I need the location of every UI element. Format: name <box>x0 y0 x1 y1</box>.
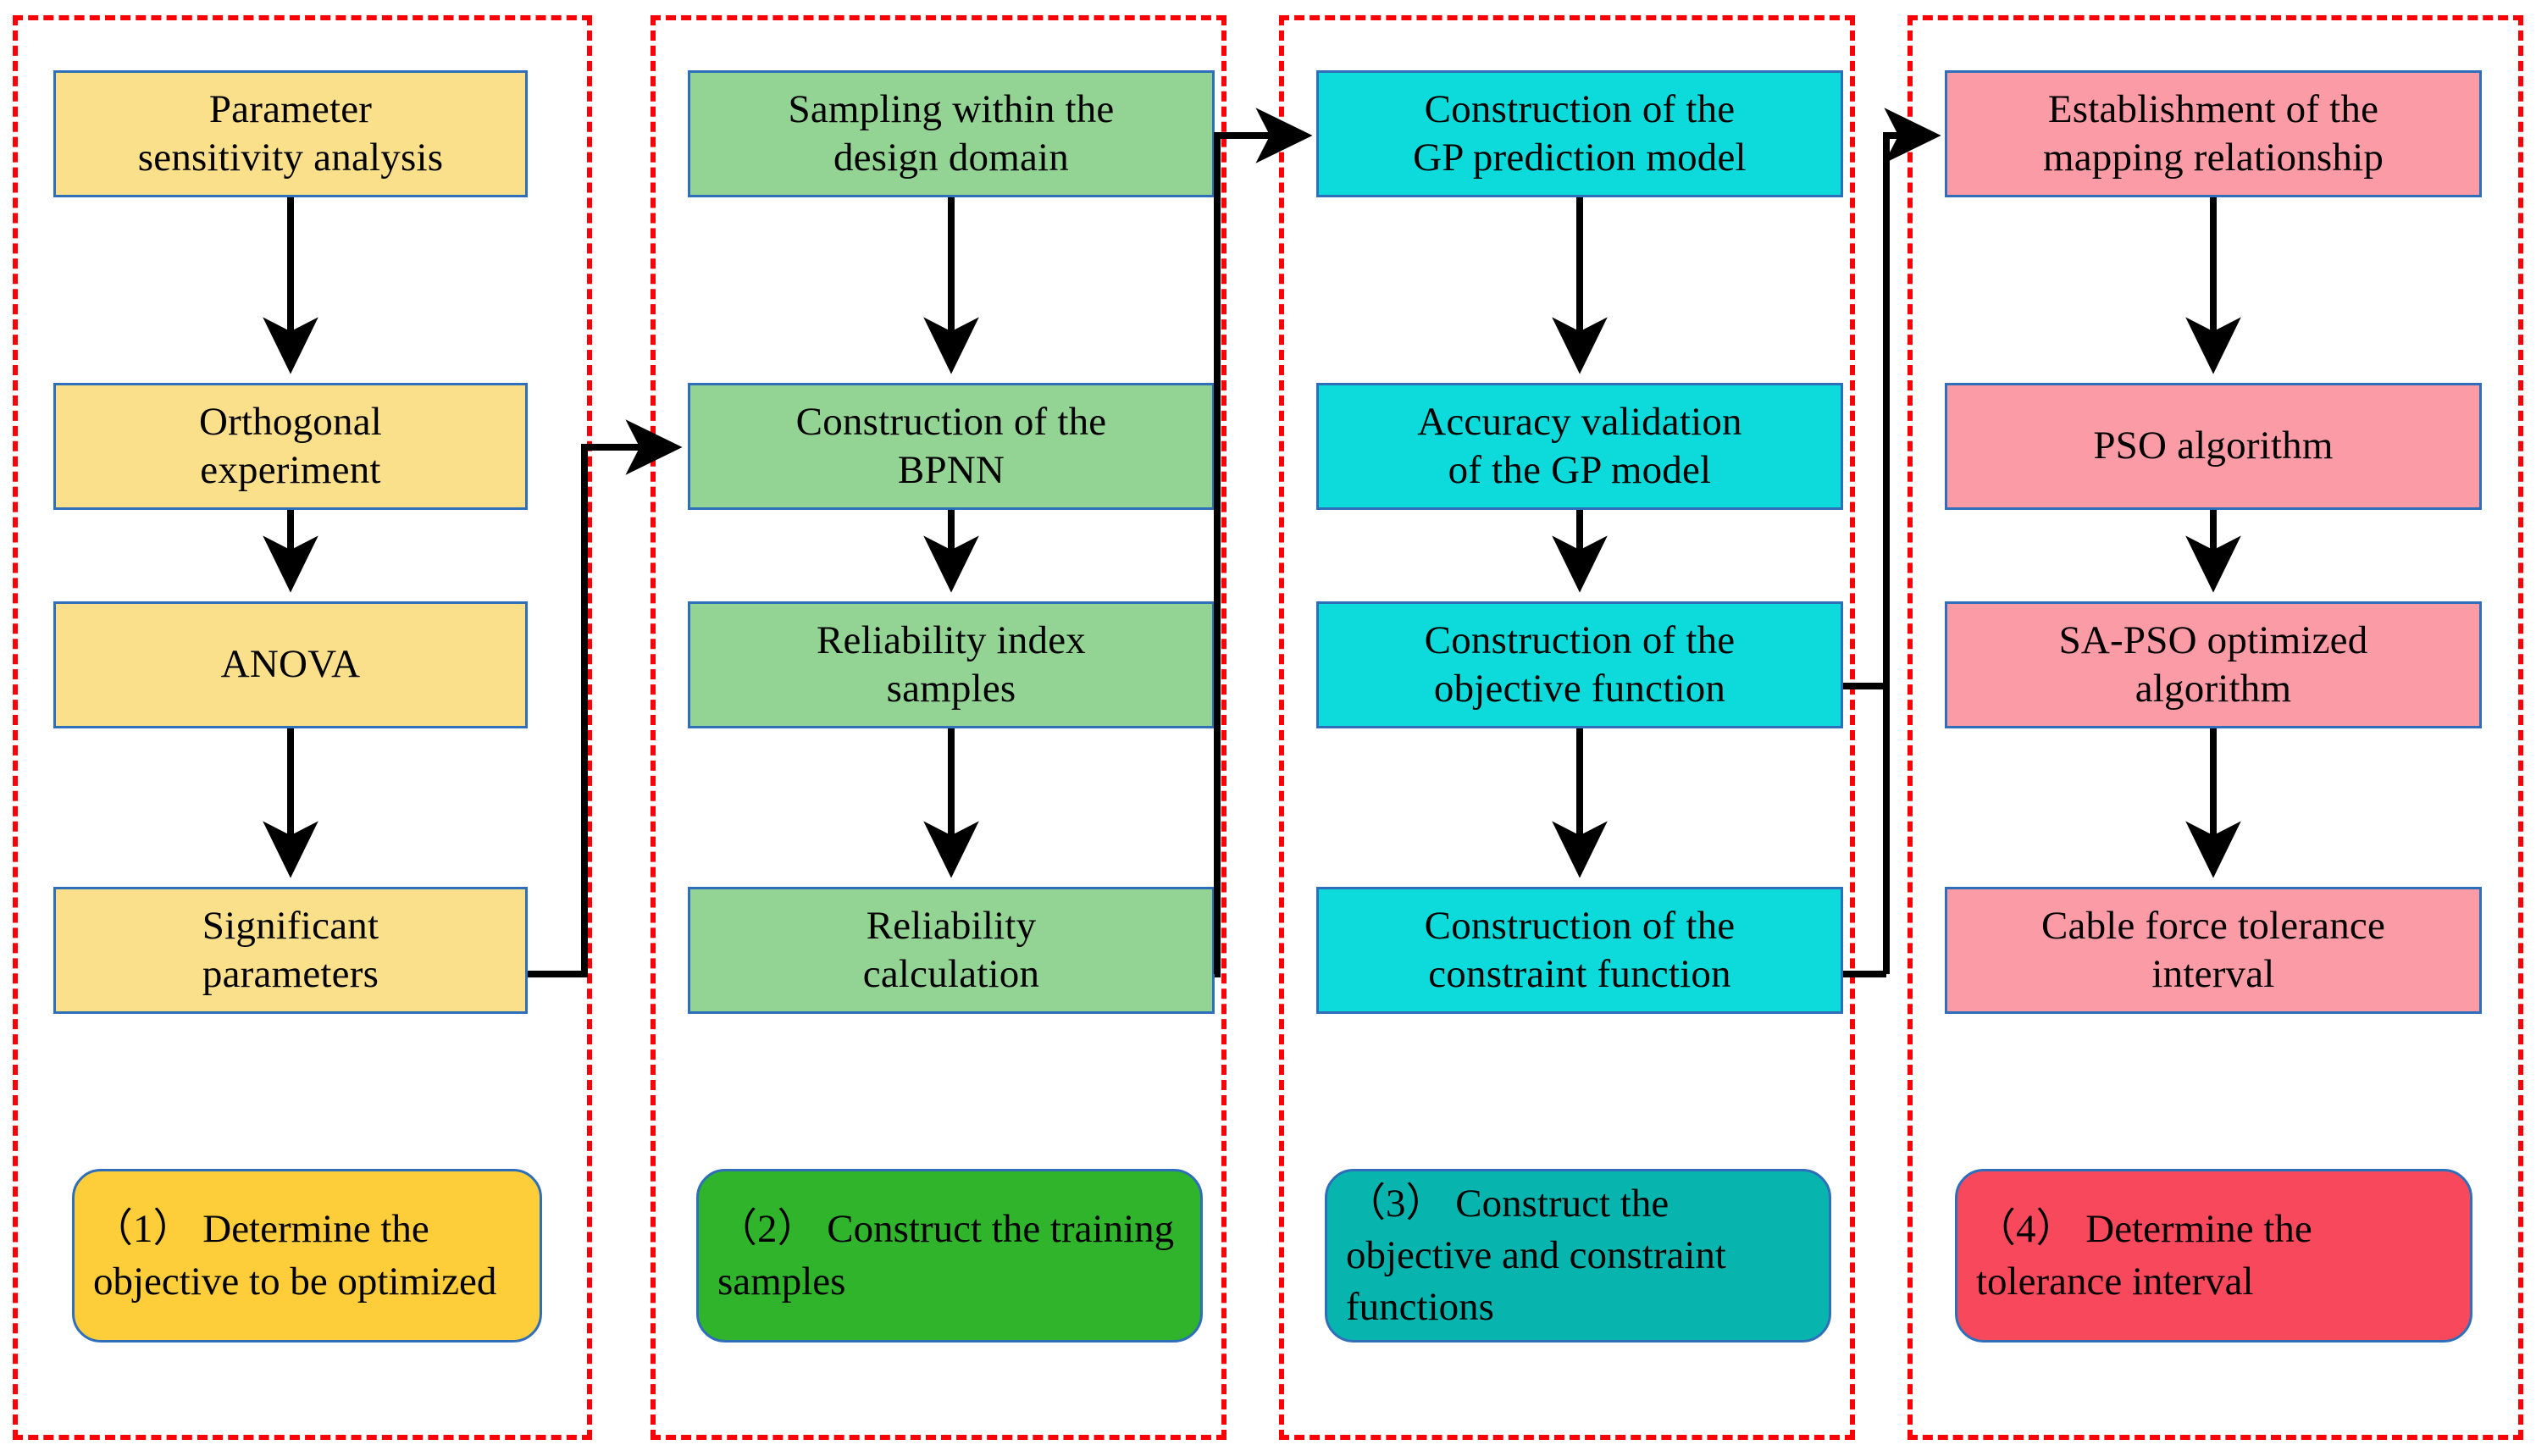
stage-legend-3[interactable]: （3） Construct the objective and constrai… <box>1325 1169 1831 1343</box>
node-stage1-3[interactable]: ANOVA <box>53 601 528 728</box>
stage-legend-4[interactable]: （4） Determine the tolerance interval <box>1955 1169 2472 1343</box>
stage-legend-label: （3） Construct the objective and constrai… <box>1346 1181 1726 1330</box>
stage-legend-1[interactable]: （1） Determine the objective to be optimi… <box>72 1169 542 1343</box>
node-label: ANOVA <box>220 642 361 687</box>
stage-legend-label: （2） Construct the training samples <box>717 1207 1175 1304</box>
stage-legend-label: （4） Determine the tolerance interval <box>1976 1207 2312 1304</box>
node-label: PSO algorithm <box>2093 424 2334 468</box>
node-stage4-2[interactable]: PSO algorithm <box>1945 383 2482 510</box>
stage-legend-2[interactable]: （2） Construct the training samples <box>696 1169 1203 1343</box>
stage-legend-label: （1） Determine the objective to be optimi… <box>93 1207 497 1304</box>
